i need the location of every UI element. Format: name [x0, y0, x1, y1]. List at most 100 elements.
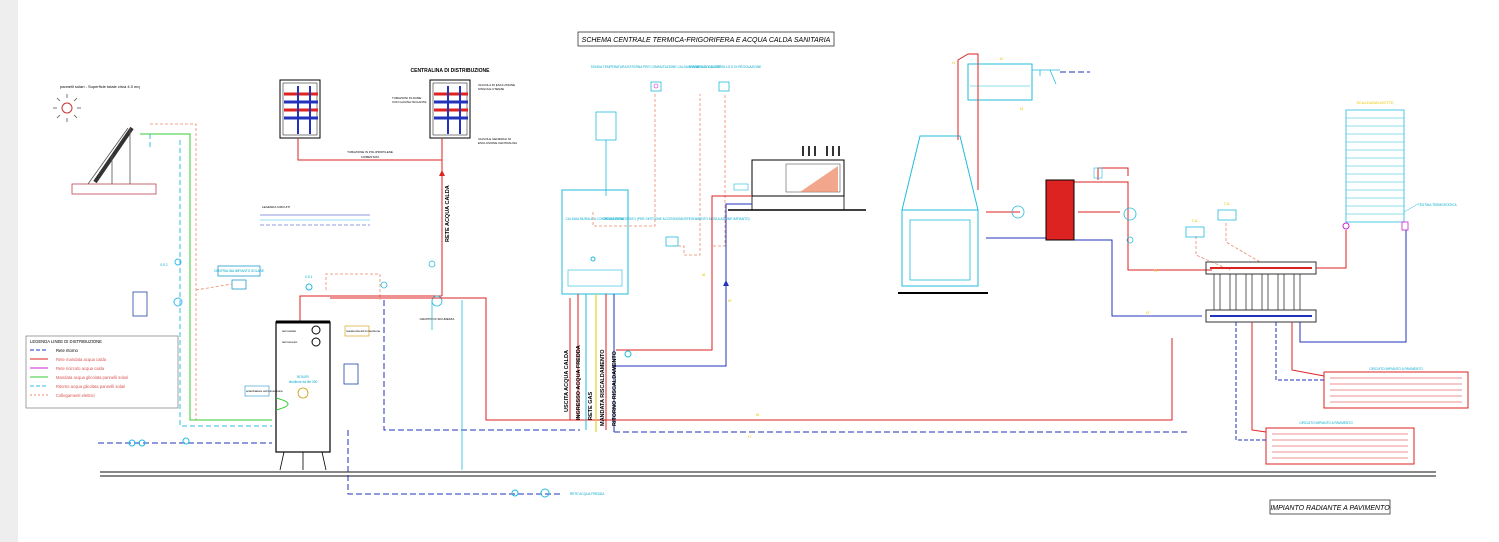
fireplace-components	[1011, 167, 1137, 244]
legend-item-label: Rete ritorno	[56, 348, 79, 353]
thermostat-label: termostato	[282, 329, 297, 333]
return-label: RITORNO RISCALDAMENTO	[612, 350, 618, 426]
outlet-label: USCITA ACQUA CALDA	[564, 350, 570, 412]
towel-radiator-label: SCALDASALVIETTE	[1356, 100, 1394, 105]
vs2-label: V.S.2	[160, 263, 168, 267]
boiler-tank	[275, 320, 331, 471]
gas-label: RETE GAS	[588, 392, 594, 420]
exchanger-label: scambiatore ad immersione	[246, 389, 283, 393]
floor-circuit-2-label: CIRCUITO IMPIANTO A PAVIMENTO	[1299, 421, 1353, 425]
legend-item-label: Rete mandata acqua calda	[56, 357, 107, 362]
return-flow-arrow	[723, 280, 729, 286]
floor-manifold	[1205, 261, 1317, 323]
legend-item-label: Ritorno acqua glicolata pannelli solari	[56, 384, 125, 389]
svg-text:t2: t2	[1146, 310, 1150, 315]
copper-pipe-note: TUBAZIONI IN RAME	[392, 96, 421, 100]
left-sidebar	[0, 0, 18, 542]
open-expansion-tank	[967, 63, 1090, 101]
copper-pipe-note-2: CON GUAINA ISOLANTE	[392, 100, 427, 104]
ta1-label: T.A.	[1192, 218, 1199, 223]
solar-panel	[71, 126, 157, 195]
floor-title-box: IMPIANTO RADIANTE A PAVIMENTO	[1269, 499, 1391, 515]
boiler-capacity: ribollitore da litri 300	[289, 380, 318, 384]
legend-item: Ritorno acqua glicolata pannelli solari	[30, 384, 125, 389]
svg-text:t1: t1	[1154, 268, 1158, 273]
sensor-label: SONDA TEMPERATURA ESTERNA PER COMMUTAZIO…	[591, 65, 721, 69]
floor-circuit-1	[1275, 322, 1469, 409]
chronothermostat-label: CRONOTERMOSTATO (PER GESTIONE ACCENSIONE…	[602, 217, 749, 221]
thermometer-label: termometro	[282, 340, 298, 344]
thermostatic-head-label: TESTINA TERMOSTATICA	[1418, 203, 1457, 207]
valve-note-2: SINGOLE UTENZE	[478, 87, 504, 91]
circuits-legend-title: LEGENDA CIRCUITI	[262, 205, 290, 209]
valve-hp	[624, 350, 632, 358]
safety-group	[380, 260, 463, 470]
hot-network-pipe	[297, 138, 443, 322]
legend-item: Collegamenti elettrici	[30, 393, 95, 398]
fireplace-pipes	[957, 53, 1212, 317]
pp-pipe-note-2: COIBENTATA	[361, 155, 380, 159]
floor-title: IMPIANTO RADIANTE A PAVIMENTO	[1270, 505, 1390, 512]
expansion-vessel	[343, 363, 359, 385]
resistance-label: resistenza ad immersione	[346, 329, 381, 333]
wall-boiler	[561, 111, 629, 295]
heat-pump-unit	[728, 146, 866, 211]
boiler-label: BOILER	[297, 375, 309, 379]
valve-note: VALVOLA DI ESCLUSIONE	[478, 83, 515, 87]
svg-text:t7: t7	[748, 434, 752, 439]
supply-label: MANDATA RISCALDAMENTO	[600, 349, 606, 426]
solar-control-unit: CENTRALINA IMPIANTO SOLARE	[195, 265, 264, 291]
tag-t1: t1	[952, 60, 956, 65]
room-thermostats	[1185, 209, 1237, 238]
wall-boiler-texts: USCITA ACQUA CALDA INGRESSO ACQUA FREDDA…	[564, 345, 618, 426]
solar-valves: V.S.2	[132, 258, 183, 317]
heat-pump-pipes	[614, 195, 1188, 433]
legend-title: LEGENDA LINEE DI DISTRIBUZIONE	[30, 339, 102, 344]
floor-circuit-1-label: CIRCUITO IMPIANTO A PAVIMENTO	[1369, 367, 1423, 371]
pipe-tags: t8 t9 t6 t7 t1 t2	[702, 268, 1158, 439]
circuits-legend: LEGENDA CIRCUITI	[260, 205, 370, 226]
line-legend: LEGENDA LINEE DI DISTRIBUZIONE Rete rito…	[25, 335, 179, 409]
svg-text:t9: t9	[728, 298, 732, 303]
wall-boiler-label: CALDAIA MURALE A CONDENSAZIONE	[566, 217, 625, 221]
general-valve-note-2: ESCLUSIONE CENTRALINA	[478, 141, 517, 145]
ground-line	[100, 471, 1436, 477]
main-title-box: SCHEMA CENTRALE TERMICA-FRIGORIFERA E AC…	[577, 31, 835, 47]
vs1-valve	[305, 283, 313, 291]
manifold-right	[429, 79, 471, 139]
svg-text:t8: t8	[702, 272, 706, 277]
hot-network-label: RETE ACQUA CALDA	[445, 185, 451, 242]
legend-item-label: Rete ricircolo acqua calda	[56, 366, 105, 371]
distribution-title: CENTRALINA DI DISTRIBUZIONE	[411, 68, 491, 74]
general-valve-note: VALVOLE GENERALI DI	[478, 137, 511, 141]
electrical-links	[150, 94, 1265, 420]
tag-t2: t2	[1000, 56, 1004, 61]
wall-boiler-pipes	[577, 294, 615, 432]
chronothermostat	[665, 236, 679, 247]
solar-control-label: CENTRALINA IMPIANTO SOLARE	[214, 269, 264, 273]
solar-pipes	[140, 133, 272, 427]
tag-t4: t4	[1020, 106, 1024, 111]
cold-network-label: RETE ACQUA FREDDA	[570, 492, 605, 496]
vs1-label: V.S.1	[305, 275, 313, 279]
legend-item-label: Collegamenti elettrici	[56, 393, 95, 398]
ta2-label: T.A.	[1224, 201, 1231, 206]
return-lines	[98, 300, 580, 495]
svg-text:t6: t6	[756, 412, 760, 417]
legend-item: Rete ritorno	[30, 348, 79, 353]
fireplace	[898, 135, 988, 294]
manifold-left	[279, 79, 321, 139]
hot-flow-arrow	[439, 170, 445, 176]
pp-pipe-note: TUBAZIONE IN POLIPROPILENE	[347, 150, 393, 154]
legend-item: Mandata acqua glicolata pannelli solari	[30, 375, 128, 380]
legend-item: Rete ricircolo acqua calda	[30, 366, 105, 371]
floor-circuit-2	[1235, 322, 1415, 465]
solar-caption: pannelli solari - Superficie totale circ…	[60, 84, 140, 89]
legend-item-label: Mandata acqua glicolata pannelli solari	[56, 375, 128, 380]
control-panel-label: PANNELLO DI CONTROLLO E DI REGOLAZIONE	[689, 65, 762, 69]
legend-item: Rete mandata acqua calda	[30, 357, 107, 362]
sun-icon	[53, 94, 81, 122]
towel-radiator	[1342, 109, 1409, 231]
main-red-loop	[330, 297, 1173, 421]
